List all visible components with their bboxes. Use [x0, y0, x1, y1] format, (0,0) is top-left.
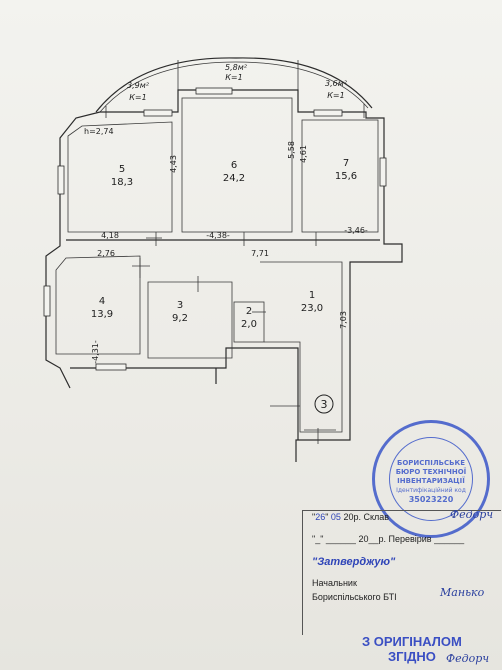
inner-wall-bottom: [70, 347, 299, 440]
window: [57, 165, 65, 195]
outer-wall-right: [100, 89, 403, 462]
outer-wall-left: [45, 111, 101, 389]
dim-4-38: -4,38-: [206, 231, 230, 240]
stamp-chief: Начальник: [312, 578, 357, 588]
window: [313, 109, 343, 117]
room-1-area: 23,0: [301, 303, 323, 314]
balcony-2-coef: К=1: [225, 73, 242, 82]
stamp-approve: "Затверджую": [312, 556, 396, 568]
stamp-office: Бориспільського БТІ: [312, 592, 397, 602]
seal-text-3: ІНВЕНТАРИЗАЦІЇ: [397, 477, 465, 485]
window: [379, 157, 387, 187]
room-3-outline: [147, 281, 233, 359]
room-2-outline: [233, 301, 265, 343]
room-6-number: 6: [231, 160, 237, 171]
balcony-1-area: 3,9м²: [127, 81, 150, 90]
ceiling-height: h=2,74: [84, 127, 114, 136]
room-7-area: 15,6: [335, 171, 357, 182]
room-2-area: 2,0: [241, 319, 257, 330]
balcony-3-area: 3,6м²: [325, 79, 348, 88]
approval-stamp: "26" 05 20р. Склав Федорч "_" ______ 20_…: [300, 506, 502, 636]
seal-code: 35023220: [408, 495, 454, 504]
balcony-2-area: 5,8м²: [225, 63, 248, 72]
window: [143, 109, 173, 117]
signature-3: Федорч: [446, 652, 490, 665]
signature-2: Манько: [440, 586, 485, 599]
dim-3-46: -3,46-: [344, 226, 368, 235]
dim-4-18: 4,18: [101, 231, 119, 240]
balcony-1-coef: К=1: [129, 93, 146, 102]
dim-7-03: 7,03: [339, 311, 348, 329]
seal-code-label: Ідентифікаційний код: [396, 487, 466, 494]
stamp-date-line: "26" 05 20р. Склав: [312, 512, 390, 522]
window: [195, 87, 233, 95]
original-conforms-stamp: З ОРИГІНАЛОМ ЗГІДНО: [362, 634, 462, 664]
seal-text-1: БОРИСПІЛЬСЬКЕ: [396, 459, 465, 467]
window: [43, 285, 51, 317]
flat-marker: 3: [321, 398, 328, 411]
room-1-outline: [260, 261, 343, 433]
room-1-number: 1: [309, 290, 315, 301]
dim-4-31: -4,31-: [91, 340, 100, 364]
room-5-outline: [67, 121, 173, 233]
flat-marker-circle: [314, 394, 334, 414]
room-5-area: 18,3: [111, 177, 133, 188]
room-5-number: 5: [119, 164, 125, 175]
room-4-number: 4: [99, 296, 105, 307]
room-7-outline: [301, 119, 379, 233]
room-2-number: 2: [246, 306, 252, 317]
room-7-number: 7: [343, 158, 349, 169]
dim-5-58: 5,58: [287, 141, 296, 159]
dim-4-43: 4,43: [169, 155, 178, 173]
room-6-outline: [181, 97, 293, 233]
room-6-area: 24,2: [223, 173, 245, 184]
balcony-outline: [95, 57, 373, 113]
room-3-area: 9,2: [172, 313, 188, 324]
signature-1: Федорч: [450, 508, 494, 521]
seal-text-2: БЮРО ТЕХНІЧНОЇ: [395, 468, 467, 476]
room-4-area: 13,9: [91, 309, 113, 320]
room-4-outline: [55, 255, 141, 355]
dim-4-61: 4,61: [299, 145, 308, 163]
dim-7-71: 7,71: [251, 249, 269, 258]
stamp-check-line: "_" ______ 20__р. Перевірив ______: [312, 534, 465, 544]
balcony-3-coef: К=1: [327, 91, 344, 100]
room-3-number: 3: [177, 300, 183, 311]
window: [95, 363, 127, 371]
round-seal-stamp: БОРИСПІЛЬСЬКЕ БЮРО ТЕХНІЧНОЇ ІНВЕНТАРИЗА…: [372, 420, 490, 538]
dim-2-76: 2,76: [97, 249, 115, 258]
